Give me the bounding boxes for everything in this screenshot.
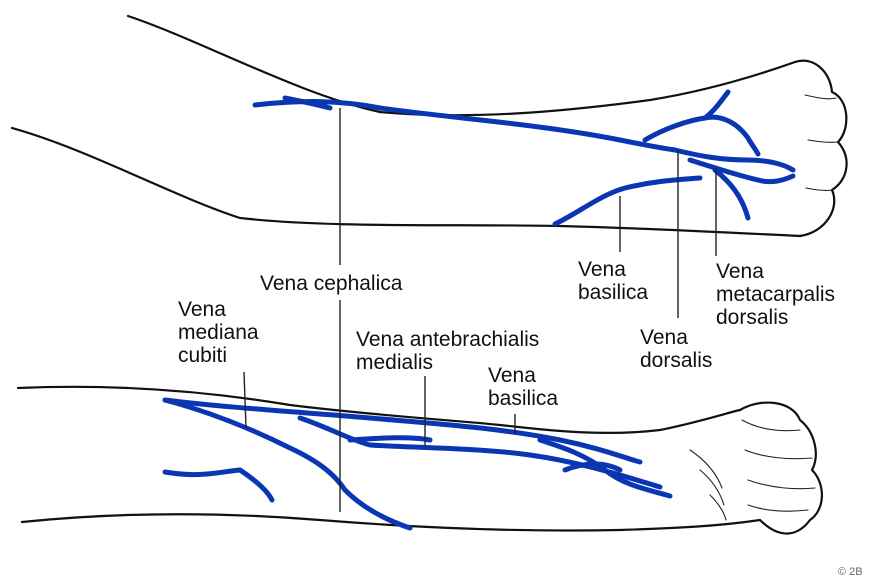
label-vena-dorsalis: Vena dorsalis [640,326,712,372]
top-arm-outline-lower [12,128,800,236]
leader-mediana-cubiti [244,372,246,428]
bottom-vein-cephalica [165,470,272,500]
copyright-text: © 2B [838,566,863,578]
top-vein-cephalica [255,102,675,150]
bottom-arm-outline-upper [18,387,740,433]
label-vena-basilica-top: Vena basilica [578,258,648,304]
bottom-fist-outline [740,403,822,534]
top-fist-outline [795,61,847,236]
label-vena-cephalica: Vena cephalica [260,272,402,295]
label-vena-basilica-bottom: Vena basilica [488,364,558,410]
top-fist-knuckle-lines [805,95,838,190]
label-vena-metacarpalis-dorsalis: Vena metacarpalis dorsalis [716,260,835,329]
top-arm [12,16,847,236]
bottom-arm [18,387,822,534]
top-arm-outline-upper [128,16,795,115]
top-vein-metacarpal-upper-branch [705,117,758,154]
bottom-vein-basilica [540,440,670,496]
bottom-wrist-crease-lines [690,450,726,520]
top-veins [255,92,793,224]
bottom-fist-finger-lines [742,420,815,511]
label-vena-mediana-cubiti: Vena mediana cubiti [178,298,259,367]
bottom-vein-antebrachialis-branch [350,438,430,440]
bottom-veins [165,400,670,528]
